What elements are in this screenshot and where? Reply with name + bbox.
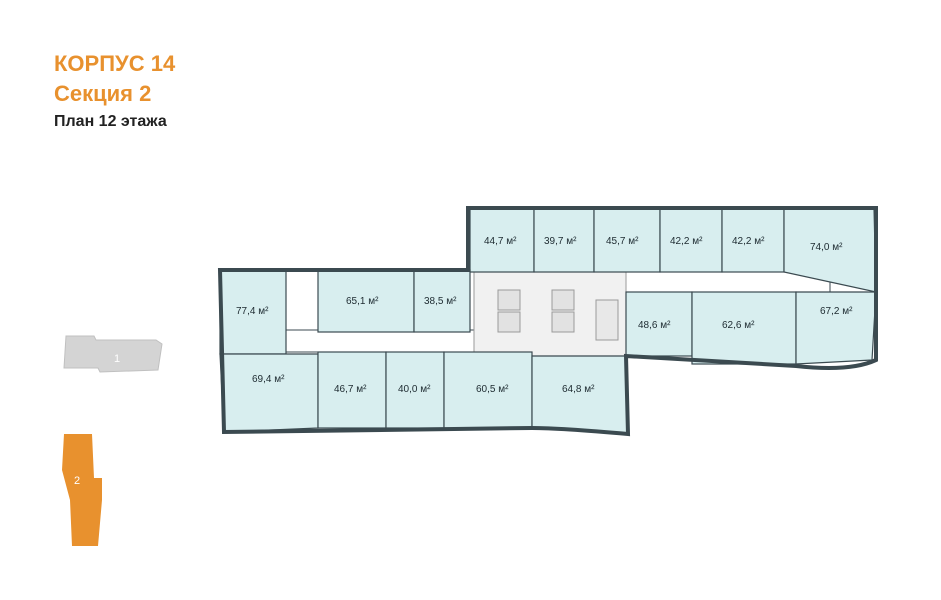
apartment-area-label: 46,7 м² bbox=[334, 384, 367, 395]
plan-header: КОРПУС 14 Секция 2 План 12 этажа bbox=[54, 50, 175, 132]
apartment-area-label: 62,6 м² bbox=[722, 320, 755, 331]
apartment-area-label: 40,0 м² bbox=[398, 384, 431, 395]
apartment-a13[interactable] bbox=[219, 353, 319, 433]
apartment-area-label: 69,4 м² bbox=[252, 374, 285, 385]
apartment-area-label: 60,5 м² bbox=[476, 384, 509, 395]
apartment-a10[interactable] bbox=[625, 291, 693, 357]
apartment-a9[interactable] bbox=[413, 269, 471, 333]
apartment-area-label: 77,4 м² bbox=[236, 306, 269, 317]
minimap-section-1-label: 1 bbox=[114, 353, 120, 365]
minimap-section-1[interactable]: 1 bbox=[63, 335, 163, 373]
apartment-a11[interactable] bbox=[691, 291, 797, 365]
building-title: КОРПУС 14 bbox=[54, 51, 176, 76]
apartment-a12[interactable] bbox=[795, 291, 877, 365]
section-title: Секция 2 bbox=[54, 81, 152, 106]
elevator-shaft bbox=[551, 289, 575, 311]
apartment-area-label: 42,2 м² bbox=[732, 236, 765, 247]
elevator-shaft bbox=[497, 311, 521, 333]
apartment-area-label: 64,8 м² bbox=[562, 384, 595, 395]
apartment-a14[interactable] bbox=[317, 351, 387, 429]
minimap-section-2[interactable]: 2 bbox=[62, 434, 102, 546]
apartment-area-label: 44,7 м² bbox=[484, 236, 517, 247]
apartment-area-label: 48,6 м² bbox=[638, 320, 671, 331]
apartment-a17[interactable] bbox=[531, 355, 629, 435]
apartment-area-label: 67,2 м² bbox=[820, 306, 853, 317]
building-outline bbox=[217, 206, 878, 437]
apartment-area-label: 39,7 м² bbox=[544, 236, 577, 247]
apartment-area-label: 45,7 м² bbox=[606, 236, 639, 247]
apartment-area-label: 38,5 м² bbox=[424, 296, 457, 307]
elevator-shaft bbox=[551, 311, 575, 333]
minimap-section-2-label: 2 bbox=[74, 475, 80, 487]
elevator-shaft bbox=[497, 289, 521, 311]
staircase bbox=[595, 299, 619, 341]
apartment-a4[interactable] bbox=[659, 207, 723, 273]
apartment-area-label: 42,2 м² bbox=[670, 236, 703, 247]
apartment-a7[interactable] bbox=[219, 269, 287, 355]
floor-title: План 12 этажа bbox=[54, 113, 167, 130]
apartment-area-label: 74,0 м² bbox=[810, 242, 843, 253]
apartment-area-label: 65,1 м² bbox=[346, 296, 379, 307]
